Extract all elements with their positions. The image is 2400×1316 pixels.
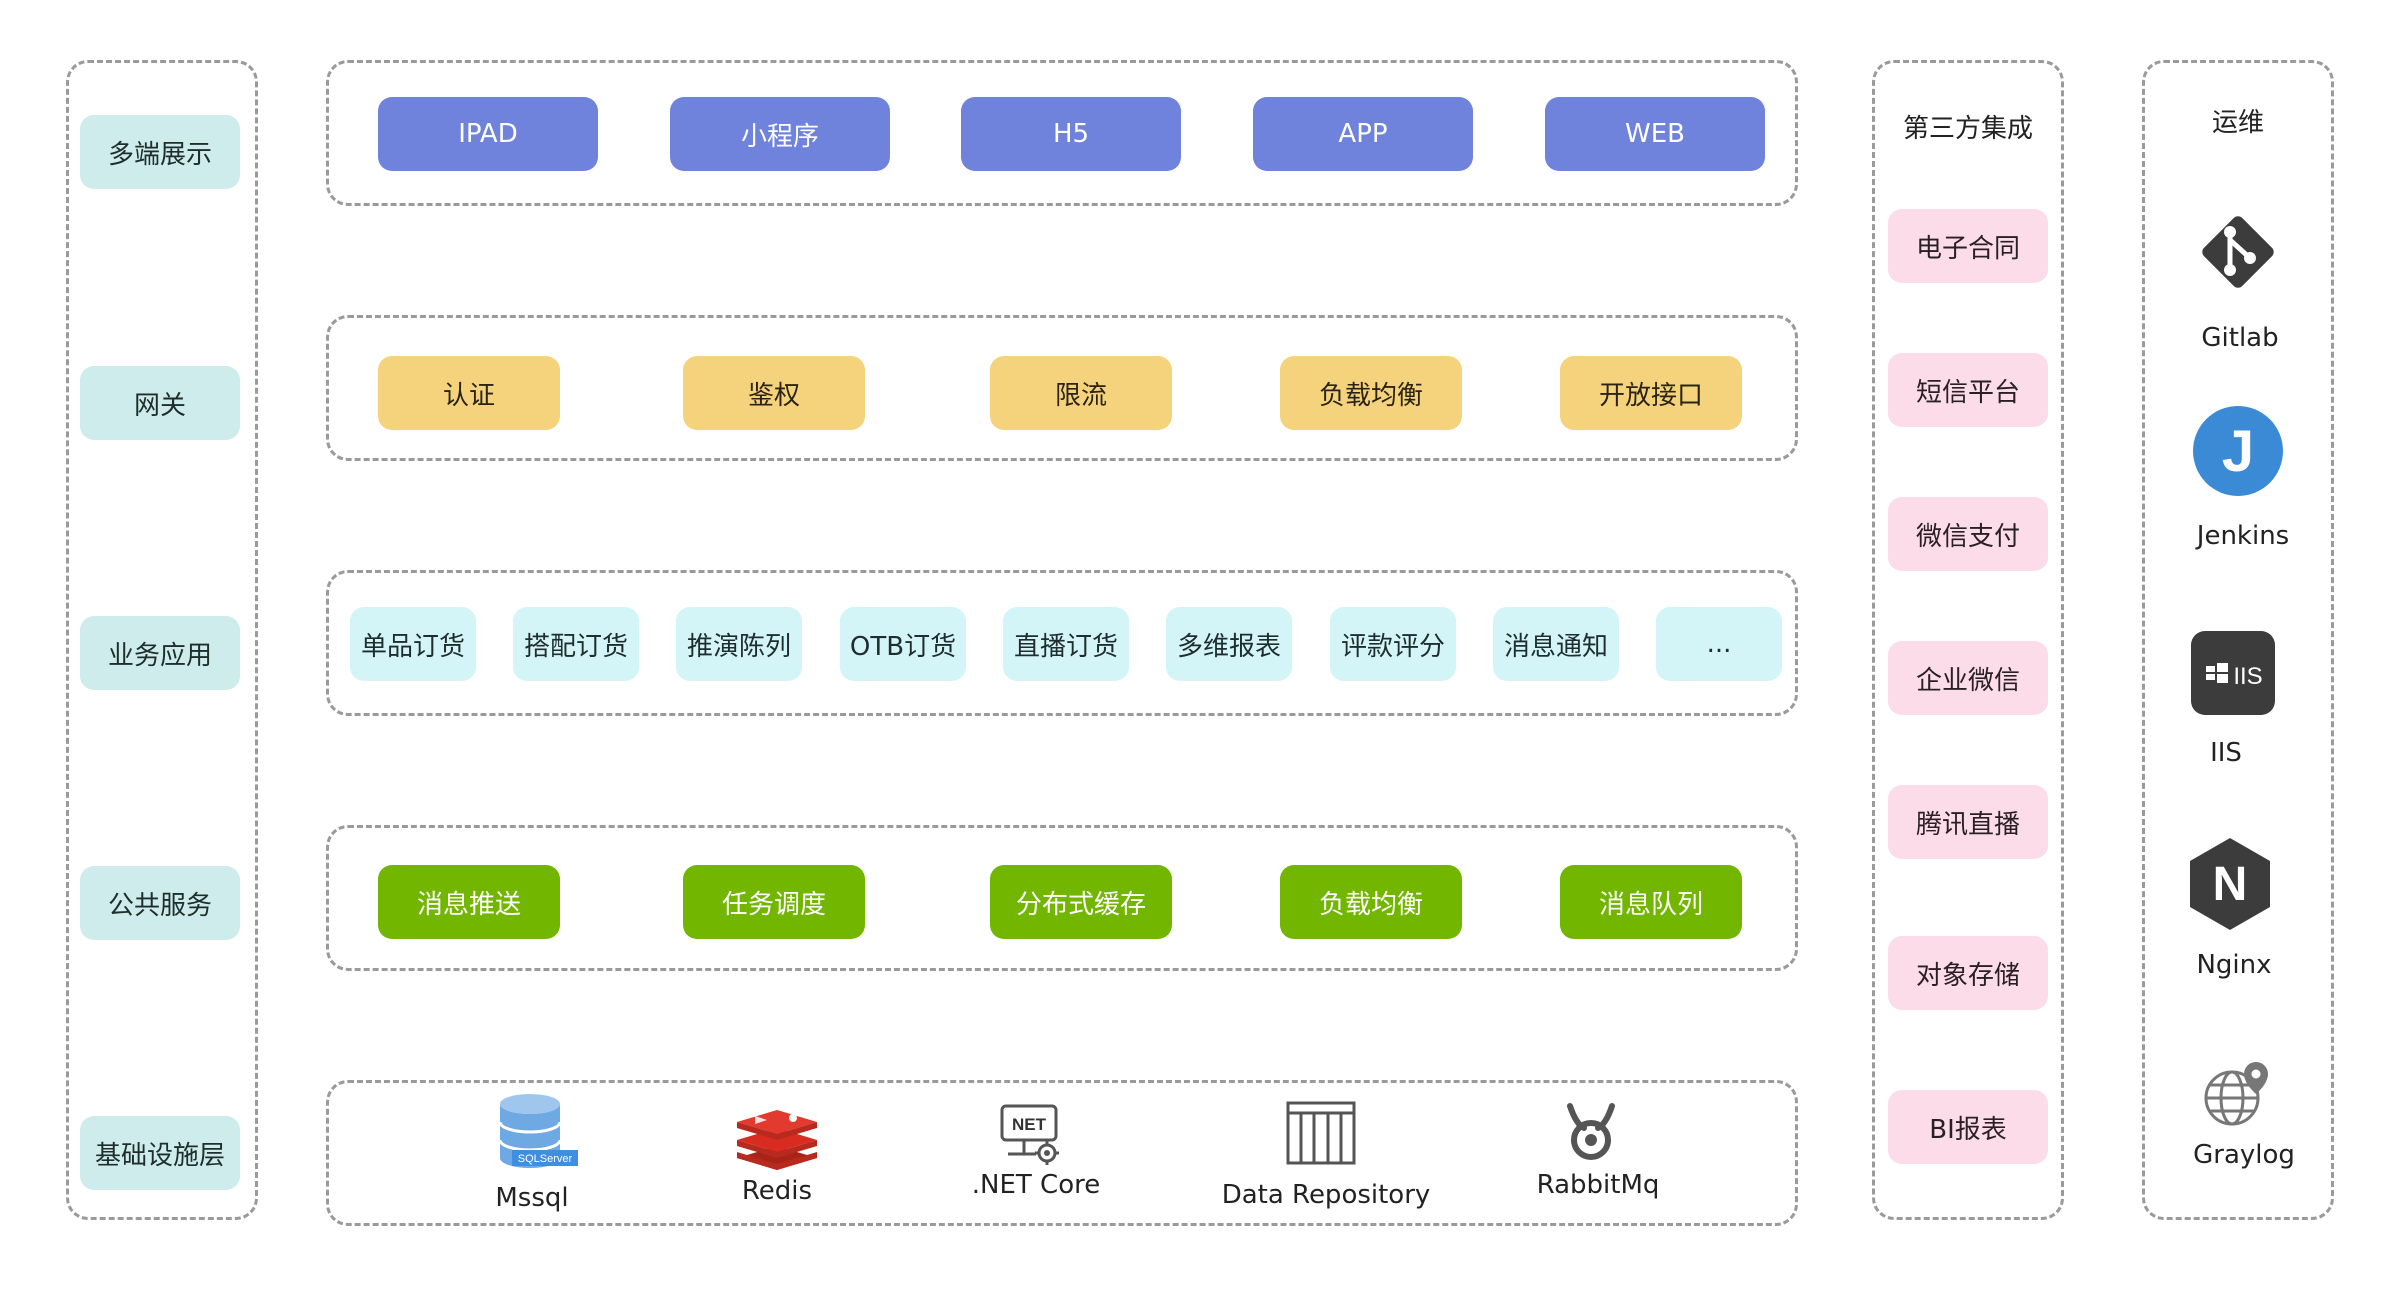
- gateway-layer-box: [326, 315, 1798, 461]
- third-party-panel: [1872, 60, 2064, 1220]
- iis-glyph: IIS: [2233, 663, 2262, 690]
- business-item-otb-order: OTB订货: [840, 607, 966, 681]
- ops-panel: [2142, 60, 2334, 1220]
- infra-label-data-repository: Data Repository: [1221, 1180, 1431, 1210]
- gateway-item-open-api: 开放接口: [1560, 356, 1742, 430]
- display-item-web: WEB: [1545, 97, 1765, 171]
- nginx-icon: N: [2190, 838, 2270, 930]
- third-party-item-wechat-pay: 微信支付: [1888, 497, 2048, 571]
- display-item-app: APP: [1253, 97, 1473, 171]
- business-item-live-order: 直播订货: [1003, 607, 1129, 681]
- third-party-item-tencent-live: 腾讯直播: [1888, 785, 2048, 859]
- layer-label-business: 业务应用: [80, 616, 240, 690]
- dotnet-badge-text: NET: [1012, 1115, 1047, 1134]
- rabbitmq-icon: [1567, 1103, 1615, 1160]
- third-party-item-bi-reports: BI报表: [1888, 1090, 2048, 1164]
- gateway-item-load-balance: 负载均衡: [1280, 356, 1462, 430]
- business-item-rating: 评款评分: [1330, 607, 1456, 681]
- third-party-item-object-storage: 对象存储: [1888, 936, 2048, 1010]
- business-item-display-sim: 推演陈列: [676, 607, 802, 681]
- infrastructure-layer-box: [326, 1080, 1798, 1226]
- third-party-item-e-contract: 电子合同: [1888, 209, 2048, 283]
- display-item-ipad: IPAD: [378, 97, 598, 171]
- public-item-message-push: 消息推送: [378, 865, 560, 939]
- layer-label-infrastructure: 基础设施层: [80, 1116, 240, 1190]
- public-item-load-balance: 负载均衡: [1280, 865, 1462, 939]
- iis-icon: IIS: [2191, 631, 2275, 715]
- ops-label-jenkins: Jenkins: [2196, 521, 2290, 551]
- public-item-task-scheduling: 任务调度: [683, 865, 865, 939]
- business-item-notifications: 消息通知: [1493, 607, 1619, 681]
- graylog-icon: [2204, 1062, 2268, 1126]
- infra-label-redis: Redis: [741, 1176, 813, 1206]
- ops-title: 运维: [2211, 108, 2265, 138]
- display-item-h5: H5: [961, 97, 1181, 171]
- layer-label-gateway: 网关: [80, 366, 240, 440]
- gateway-item-authorization: 鉴权: [683, 356, 865, 430]
- display-item-mini-program: 小程序: [670, 97, 890, 171]
- gateway-item-rate-limit: 限流: [990, 356, 1172, 430]
- business-item-reports: 多维报表: [1166, 607, 1292, 681]
- public-item-message-queue: 消息队列: [1560, 865, 1742, 939]
- jenkins-glyph: J: [2222, 419, 2254, 484]
- ops-label-graylog: Graylog: [2193, 1140, 2295, 1170]
- gitlab-icon: [2202, 216, 2274, 288]
- redis-icon: [737, 1096, 817, 1170]
- layer-labels-panel: [66, 60, 258, 1220]
- ops-label-iis: IIS: [2210, 738, 2242, 768]
- display-layer-box: [326, 60, 1798, 206]
- infra-label-rabbitmq: RabbitMq: [1536, 1170, 1660, 1200]
- data-repository-icon: [1286, 1101, 1356, 1165]
- nginx-glyph: N: [2213, 858, 2248, 911]
- public-item-distributed-cache: 分布式缓存: [990, 865, 1172, 939]
- business-item-more: ...: [1656, 607, 1782, 681]
- business-item-single-order: 单品订货: [350, 607, 476, 681]
- sqlserver-database-icon: SQLServer: [498, 1094, 578, 1168]
- sqlserver-badge-text: SQLServer: [518, 1153, 573, 1165]
- dotnet-core-icon: NET: [1000, 1104, 1059, 1165]
- business-item-combo-order: 搭配订货: [513, 607, 639, 681]
- layer-label-display: 多端展示: [80, 115, 240, 189]
- third-party-title: 第三方集成: [1902, 114, 2034, 144]
- business-layer-box: [326, 570, 1798, 716]
- ops-label-gitlab: Gitlab: [2201, 323, 2279, 353]
- ops-label-nginx: Nginx: [2196, 950, 2272, 980]
- layer-label-public: 公共服务: [80, 866, 240, 940]
- third-party-item-sms: 短信平台: [1888, 353, 2048, 427]
- public-services-layer-box: [326, 825, 1798, 971]
- jenkins-icon: J: [2193, 406, 2283, 496]
- infra-label-dotnet-core: .NET Core: [971, 1170, 1101, 1200]
- third-party-item-wecom: 企业微信: [1888, 641, 2048, 715]
- gateway-item-auth: 认证: [378, 356, 560, 430]
- infra-label-mssql: Mssql: [495, 1183, 569, 1213]
